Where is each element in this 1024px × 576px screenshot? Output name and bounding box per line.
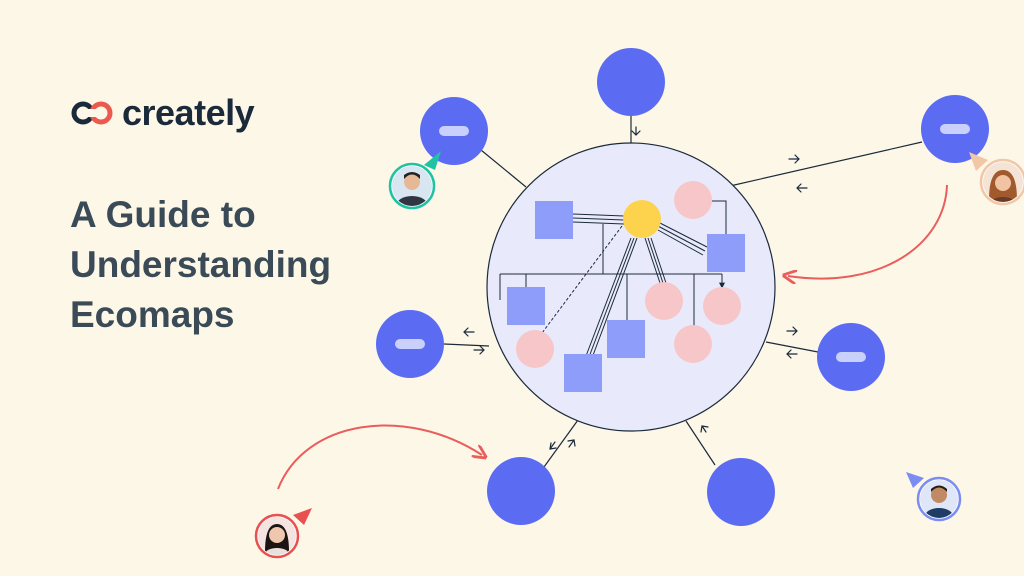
brand-logo: creately (70, 92, 255, 134)
user-avatar-icon (388, 162, 436, 210)
cursor-pointer-icon (424, 151, 441, 170)
title-line-1: A Guide to (70, 194, 256, 235)
square-node (535, 201, 573, 239)
flow-arrows (463, 126, 808, 450)
pink-node (516, 330, 554, 368)
user-avatar-icon (254, 513, 300, 559)
inner-pink-circles (516, 181, 741, 368)
creately-logo-icon (71, 101, 113, 125)
cursor-pointer-icon (293, 508, 312, 525)
outer-node-bottom-left (487, 457, 555, 525)
square-node (607, 320, 645, 358)
center-person-node (623, 200, 661, 238)
pink-node (645, 282, 683, 320)
connector-top-left (480, 149, 527, 188)
curved-arrow-right (788, 184, 948, 279)
square-node (507, 287, 545, 325)
title-line-2: Understanding (70, 244, 332, 285)
connector-lines (443, 116, 923, 468)
square-node (564, 354, 602, 392)
node-pill-labels (395, 124, 970, 362)
brand-name: creately (122, 92, 255, 133)
user-avatar-icon (916, 476, 962, 522)
connector-bottom-right (685, 420, 716, 466)
pink-node (674, 181, 712, 219)
pink-node (703, 287, 741, 325)
curved-arrow-bottom-left (277, 424, 482, 490)
inner-connectors (499, 200, 727, 359)
pink-node (674, 325, 712, 363)
inner-squares (507, 201, 745, 392)
connector-bottom-left (543, 419, 579, 468)
connector-right (765, 341, 819, 353)
cursor-pointer-icon (906, 472, 924, 488)
user-avatar-icon (979, 158, 1024, 206)
cursor-pointer-icon (969, 152, 988, 171)
connector-left (443, 343, 490, 347)
outer-node-bottom-right (707, 458, 775, 526)
page-title: A Guide to Understanding Ecomaps (70, 190, 400, 340)
title-line-3: Ecomaps (70, 294, 235, 335)
outer-node-top (597, 48, 665, 116)
connector-top-right (729, 141, 923, 187)
square-node (707, 234, 745, 272)
